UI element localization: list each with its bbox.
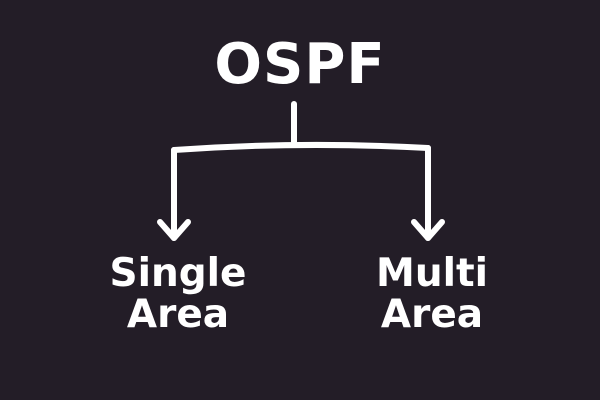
branch-bar-line (174, 145, 428, 150)
child-node-multi-area: Multi Area (342, 254, 522, 336)
child-node-line: Multi (342, 254, 522, 295)
child-node-single-area: Single Area (88, 254, 268, 336)
child-node-line: Single (88, 254, 268, 295)
child-node-line: Area (88, 295, 268, 336)
child-node-line: Area (342, 295, 522, 336)
root-node-ospf: OSPF (150, 36, 450, 95)
